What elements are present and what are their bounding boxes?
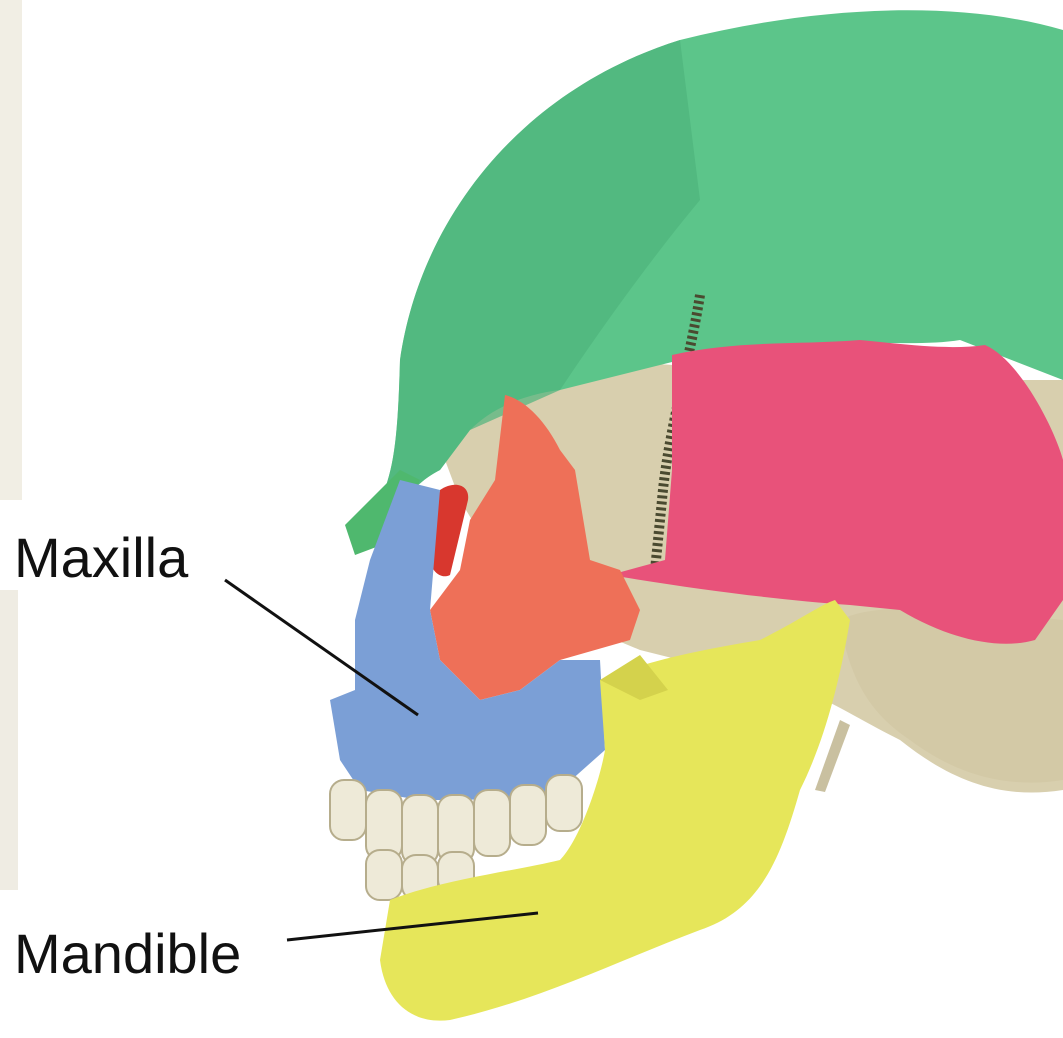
maxilla-leader-line — [225, 580, 418, 715]
maxilla-label: Maxilla — [14, 530, 188, 586]
mandible-leader-line — [287, 913, 538, 940]
mandible-label: Mandible — [14, 926, 241, 982]
